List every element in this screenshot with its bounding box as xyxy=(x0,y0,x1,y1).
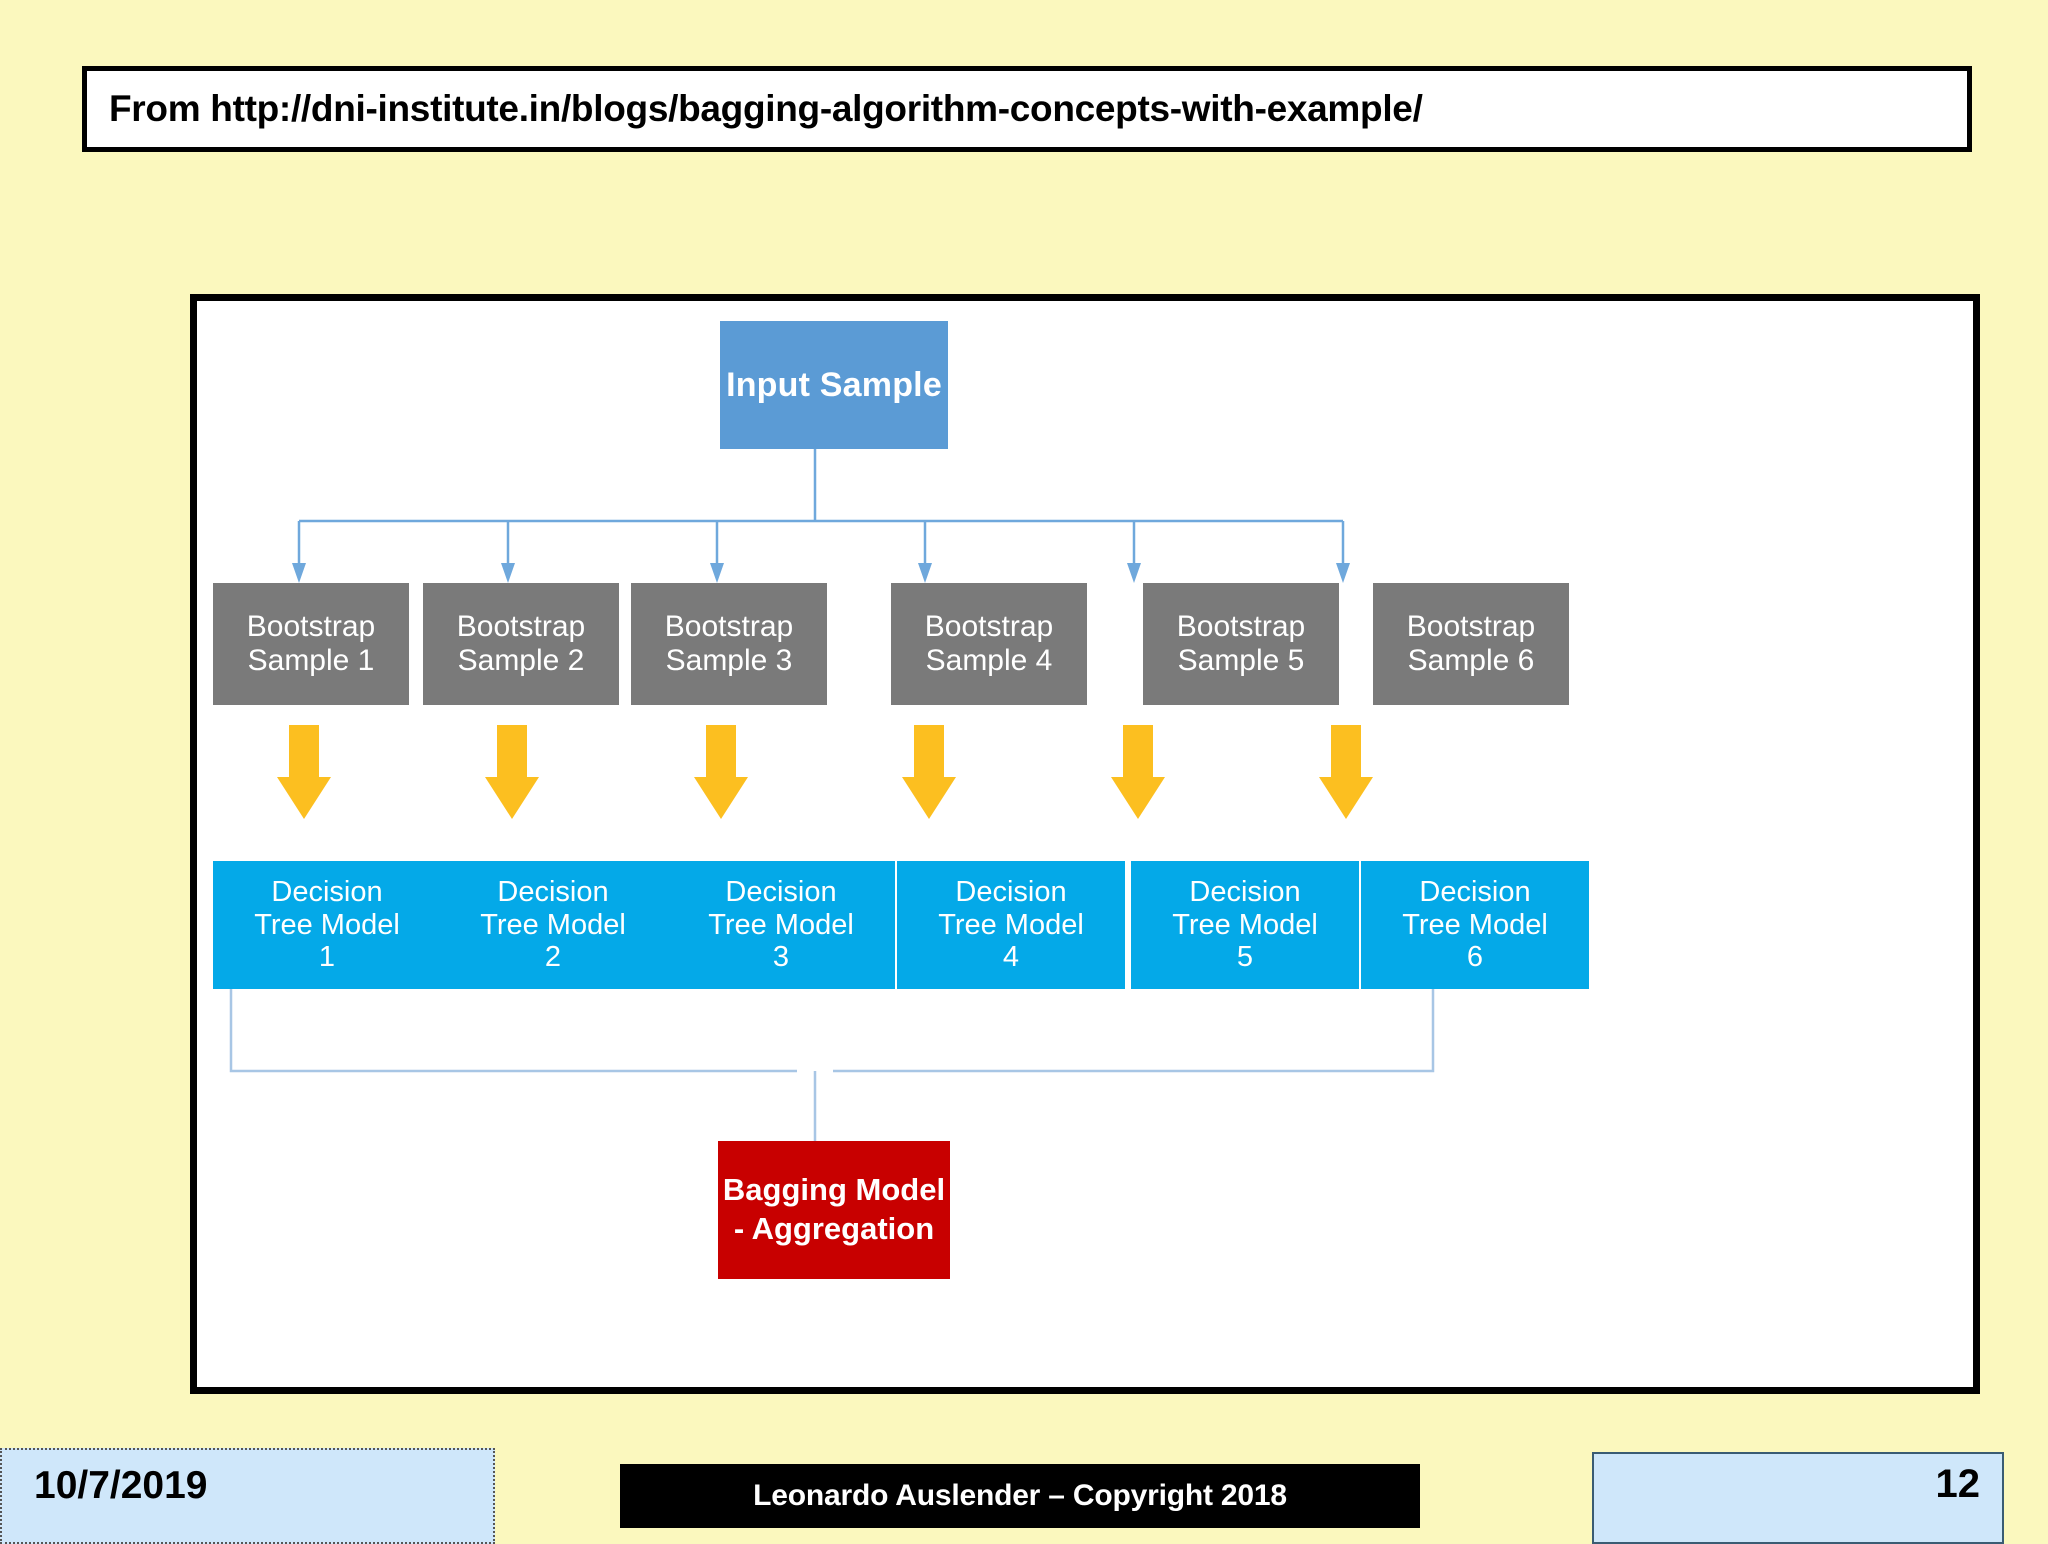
arrow-shaft xyxy=(914,725,944,781)
tree-4-line1: Decision xyxy=(955,876,1067,909)
tree-3-line3: 3 xyxy=(772,941,790,974)
tree-3-line2: Tree Model xyxy=(708,908,854,941)
node-bootstrap-sample-2[interactable]: Bootstrap Sample 2 xyxy=(423,583,619,705)
diagram-canvas: Input Sample Bootstrap Sample 1 Bootstra… xyxy=(197,301,1973,1387)
down-arrow-icon-6 xyxy=(1319,725,1373,819)
arrow-shaft xyxy=(1123,725,1153,781)
bootstrap-1-line1: Bootstrap xyxy=(246,610,376,644)
down-arrow-icon-5 xyxy=(1111,725,1165,819)
node-bootstrap-sample-4[interactable]: Bootstrap Sample 4 xyxy=(891,583,1087,705)
bootstrap-2-line1: Bootstrap xyxy=(456,610,586,644)
node-decision-tree-4[interactable]: Decision Tree Model 4 xyxy=(897,861,1125,989)
bootstrap-3-line1: Bootstrap xyxy=(664,610,794,644)
bagging-line1: Bagging Model xyxy=(722,1172,946,1208)
footer-credit-box: Leonardo Auslender – Copyright 2018 xyxy=(620,1464,1420,1528)
source-url-banner: From http://dni-institute.in/blogs/baggi… xyxy=(82,66,1972,152)
tree-4-line2: Tree Model xyxy=(938,908,1084,941)
node-bagging-model[interactable]: Bagging Model - Aggregation xyxy=(718,1141,950,1279)
tree-2-line3: 2 xyxy=(544,941,562,974)
arrow-head xyxy=(277,777,331,819)
node-decision-tree-3[interactable]: Decision Tree Model 3 xyxy=(667,861,895,989)
arrow-head xyxy=(485,777,539,819)
tree-2-line1: Decision xyxy=(497,876,609,909)
arrow-head xyxy=(1319,777,1373,819)
bootstrap-1-line2: Sample 1 xyxy=(247,644,375,677)
footer-credit-text: Leonardo Auslender – Copyright 2018 xyxy=(753,1479,1287,1512)
node-decision-tree-2[interactable]: Decision Tree Model 2 xyxy=(439,861,667,989)
arrow-head xyxy=(1111,777,1165,819)
bootstrap-4-line1: Bootstrap xyxy=(924,610,1054,644)
down-arrow-icon-4 xyxy=(902,725,956,819)
node-input-sample[interactable]: Input Sample xyxy=(720,321,948,449)
arrow-shaft xyxy=(497,725,527,781)
source-url-text: From http://dni-institute.in/blogs/baggi… xyxy=(109,88,1423,129)
bagging-line2: - Aggregation xyxy=(733,1211,935,1246)
node-bootstrap-sample-3[interactable]: Bootstrap Sample 3 xyxy=(631,583,827,705)
down-arrow-icon-2 xyxy=(485,725,539,819)
arrow-head xyxy=(694,777,748,819)
node-decision-tree-1[interactable]: Decision Tree Model 1 xyxy=(213,861,441,989)
node-bootstrap-sample-1[interactable]: Bootstrap Sample 1 xyxy=(213,583,409,705)
bootstrap-5-line2: Sample 5 xyxy=(1177,644,1305,677)
tree-1-line1: Decision xyxy=(271,876,383,909)
bootstrap-5-line1: Bootstrap xyxy=(1176,610,1306,644)
bootstrap-6-line2: Sample 6 xyxy=(1407,644,1535,677)
arrow-shaft xyxy=(1331,725,1361,781)
footer-date-text: 10/7/2019 xyxy=(34,1464,208,1507)
node-bootstrap-sample-6[interactable]: Bootstrap Sample 6 xyxy=(1373,583,1569,705)
page-number: 12 xyxy=(1935,1462,1981,1506)
arrow-shaft xyxy=(706,725,736,781)
tree-1-line2: Tree Model xyxy=(254,908,400,941)
diagram-frame: Input Sample Bootstrap Sample 1 Bootstra… xyxy=(190,294,1980,1394)
connector-arrowheads xyxy=(292,563,1350,583)
tree-5-line1: Decision xyxy=(1189,876,1301,909)
bootstrap-6-line1: Bootstrap xyxy=(1406,610,1536,644)
bootstrap-4-line2: Sample 4 xyxy=(925,644,1053,677)
tree-6-line3: 6 xyxy=(1466,941,1484,974)
bootstrap-2-line2: Sample 2 xyxy=(457,644,585,677)
bootstrap-3-line2: Sample 3 xyxy=(665,644,793,677)
tree-4-line3: 4 xyxy=(1002,941,1020,974)
footer-page-number-box: 12 xyxy=(1592,1452,2004,1544)
node-decision-tree-5[interactable]: Decision Tree Model 5 xyxy=(1131,861,1359,989)
down-arrow-icon-3 xyxy=(694,725,748,819)
node-bootstrap-sample-5[interactable]: Bootstrap Sample 5 xyxy=(1143,583,1339,705)
tree-1-line3: 1 xyxy=(318,941,336,974)
arrow-shaft xyxy=(289,725,319,781)
aggregation-bracket xyxy=(229,985,1435,1141)
footer-date-box: 10/7/2019 xyxy=(0,1448,495,1544)
tree-6-line2: Tree Model xyxy=(1402,908,1548,941)
node-decision-tree-6[interactable]: Decision Tree Model 6 xyxy=(1361,861,1589,989)
tree-3-line1: Decision xyxy=(725,876,837,909)
node-input-sample-label: Input Sample xyxy=(726,365,942,404)
tree-5-line2: Tree Model xyxy=(1172,908,1318,941)
down-arrow-icon-1 xyxy=(277,725,331,819)
tree-2-line2: Tree Model xyxy=(480,908,626,941)
arrow-head xyxy=(902,777,956,819)
connector-lines xyxy=(229,449,1435,1141)
tree-6-line1: Decision xyxy=(1419,876,1531,909)
tree-5-line3: 5 xyxy=(1236,941,1254,974)
